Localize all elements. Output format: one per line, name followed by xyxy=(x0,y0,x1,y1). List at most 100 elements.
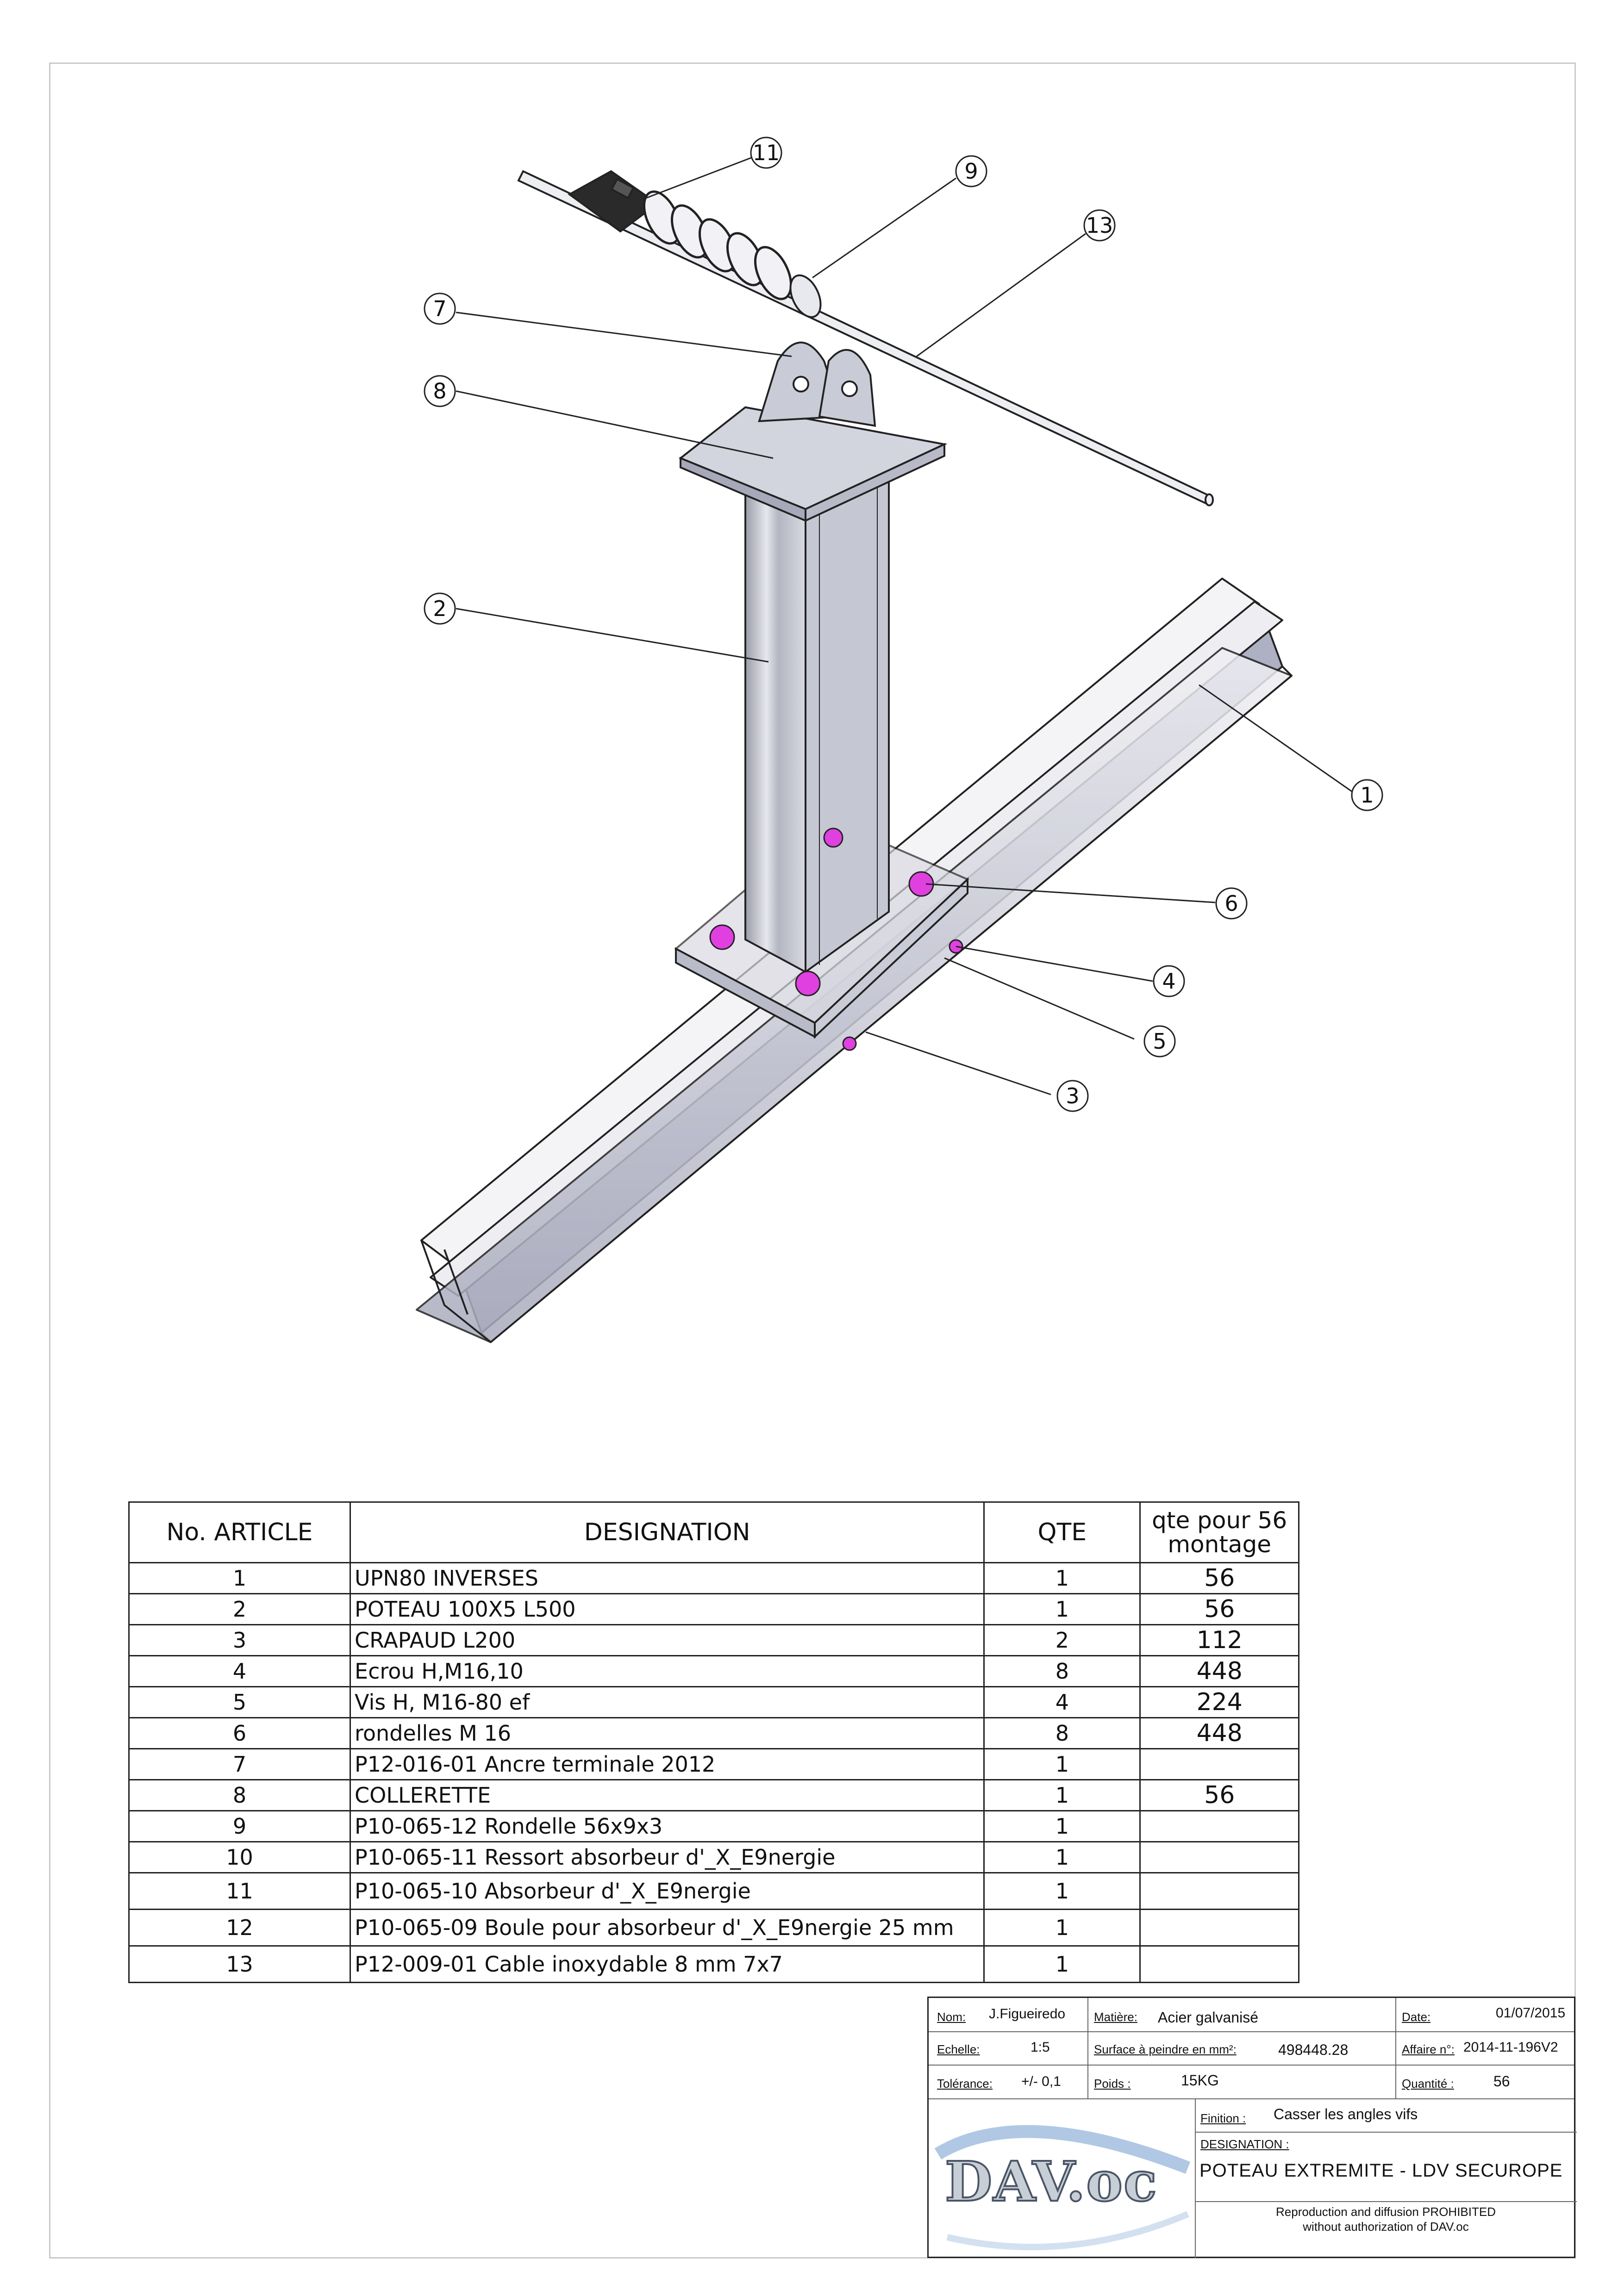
row-qte56 xyxy=(1139,1841,1299,1873)
row-no: 11 xyxy=(128,1872,351,1910)
quantite-value: 56 xyxy=(1493,2073,1510,2090)
finition-label: Finition : xyxy=(1200,2111,1246,2125)
nut-2 xyxy=(842,1036,857,1051)
row-designation: P10-065-12 Rondelle 56x9x3 xyxy=(350,1810,985,1842)
row-qte: 1 xyxy=(983,1779,1141,1811)
row-designation: Ecrou H,M16,10 xyxy=(350,1655,985,1687)
row-designation: P12-009-01 Cable inoxydable 8 mm 7x7 xyxy=(350,1945,985,1983)
tb-cell-echelle: Echelle: 1:5 xyxy=(929,2031,1088,2065)
date-value: 01/07/2015 xyxy=(1496,2005,1566,2021)
svg-text:7: 7 xyxy=(433,296,446,321)
svg-text:5: 5 xyxy=(1153,1029,1166,1054)
balloon-8: 8 xyxy=(424,375,456,407)
title-block: Nom: J.Figueiredo Matière: Acier galvani… xyxy=(927,1997,1577,2258)
balloon-5: 5 xyxy=(1143,1025,1176,1058)
svg-text:6: 6 xyxy=(1224,891,1238,916)
finition-value: Casser les angles vifs xyxy=(1274,2106,1418,2122)
row-designation: P10-065-10 Absorbeur d'_X_E9nergie xyxy=(350,1872,985,1910)
tb-cell-affaire: Affaire n°: 2014-11-196V2 xyxy=(1396,2031,1577,2065)
row-designation: POTEAU 100X5 L500 xyxy=(350,1593,985,1625)
row-qte: 8 xyxy=(983,1655,1141,1687)
balloon-2: 2 xyxy=(424,592,456,625)
row-qte56: 56 xyxy=(1139,1593,1299,1625)
row-qte56 xyxy=(1139,1909,1299,1947)
poids-value: 15KG xyxy=(1181,2072,1219,2089)
svg-text:13: 13 xyxy=(1086,213,1113,238)
echelle-value: 1:5 xyxy=(1031,2040,1050,2055)
row-qte56 xyxy=(1139,1872,1299,1910)
balloon-4: 4 xyxy=(1153,965,1185,997)
svg-text:8: 8 xyxy=(433,379,446,404)
tb-cell-matiere: Matière: Acier galvanisé xyxy=(1088,1998,1396,2031)
washer xyxy=(789,274,822,318)
balloon-9: 9 xyxy=(955,155,987,187)
svg-text:9: 9 xyxy=(964,159,978,184)
row-qte: 1 xyxy=(983,1810,1141,1842)
row-designation: CRAPAUD L200 xyxy=(350,1624,985,1656)
row-qte: 1 xyxy=(983,1909,1141,1947)
row-qte: 1 xyxy=(983,1748,1141,1780)
row-designation: UPN80 INVERSES xyxy=(350,1562,985,1594)
tb-cell-date: Date: 01/07/2015 xyxy=(1396,1998,1577,2031)
row-no: 2 xyxy=(128,1593,351,1625)
row-qte: 1 xyxy=(983,1593,1141,1625)
balloon-7: 7 xyxy=(424,292,456,325)
row-qte56: 112 xyxy=(1139,1624,1299,1656)
row-no: 12 xyxy=(128,1909,351,1947)
repro-notice: Reproduction and diffusion PROHIBITED wi… xyxy=(1195,2204,1577,2234)
balloon-13: 13 xyxy=(1083,209,1116,242)
tb-cell-nom: Nom: J.Figueiredo xyxy=(929,1998,1088,2031)
balloon-11: 11 xyxy=(750,137,782,169)
svg-text:1: 1 xyxy=(1360,783,1374,808)
poids-label: Poids : xyxy=(1094,2077,1131,2091)
bom-header-qte: QTE xyxy=(983,1501,1141,1563)
row-qte: 1 xyxy=(983,1841,1141,1873)
row-no: 13 xyxy=(128,1945,351,1983)
row-designation: Vis H, M16-80 ef xyxy=(350,1686,985,1718)
balloons: 11 9 13 7 8 2 1 6 4 5 3 xyxy=(424,137,1383,1112)
affaire-value: 2014-11-196V2 xyxy=(1463,2040,1558,2055)
designation-label: DESIGNATION : xyxy=(1200,2137,1289,2151)
row-no: 1 xyxy=(128,1562,351,1594)
matiere-label: Matière: xyxy=(1094,2010,1137,2024)
company-logo: DAV.oc xyxy=(929,2098,1196,2258)
balloon-6: 6 xyxy=(1215,887,1248,920)
repro-line-1: Reproduction and diffusion PROHIBITED xyxy=(1276,2205,1496,2219)
tb-designation-area: DESIGNATION : POTEAU EXTREMITE - LDV SEC… xyxy=(1195,2132,1577,2202)
bom-header-designation: DESIGNATION xyxy=(350,1501,985,1563)
echelle-label: Echelle: xyxy=(937,2042,980,2056)
matiere-value: Acier galvanisé xyxy=(1158,2009,1258,2026)
tolerance-value: +/- 0,1 xyxy=(1021,2074,1061,2089)
row-no: 4 xyxy=(128,1655,351,1687)
logo-text: DAV.oc xyxy=(944,2148,1158,2215)
designation-value: POTEAU EXTREMITE - LDV SECUROPE xyxy=(1199,2160,1563,2181)
row-qte56 xyxy=(1139,1748,1299,1780)
bolt-3 xyxy=(795,971,821,996)
bom-header-no: No. ARTICLE xyxy=(128,1501,351,1563)
bolt-1 xyxy=(709,924,735,950)
row-qte: 2 xyxy=(983,1624,1141,1656)
row-qte56 xyxy=(1139,1810,1299,1842)
surface-label: Surface à peindre en mm²: xyxy=(1094,2042,1237,2056)
row-no: 7 xyxy=(128,1748,351,1780)
row-no: 9 xyxy=(128,1810,351,1842)
row-no: 6 xyxy=(128,1717,351,1749)
row-qte: 4 xyxy=(983,1686,1141,1718)
leader-lines xyxy=(456,156,1352,1095)
date-label: Date: xyxy=(1402,2010,1431,2024)
row-designation: P12-016-01 Ancre terminale 2012 xyxy=(350,1748,985,1780)
tb-cell-tolerance: Tolérance: +/- 0,1 xyxy=(929,2065,1088,2098)
row-qte56 xyxy=(1139,1945,1299,1983)
